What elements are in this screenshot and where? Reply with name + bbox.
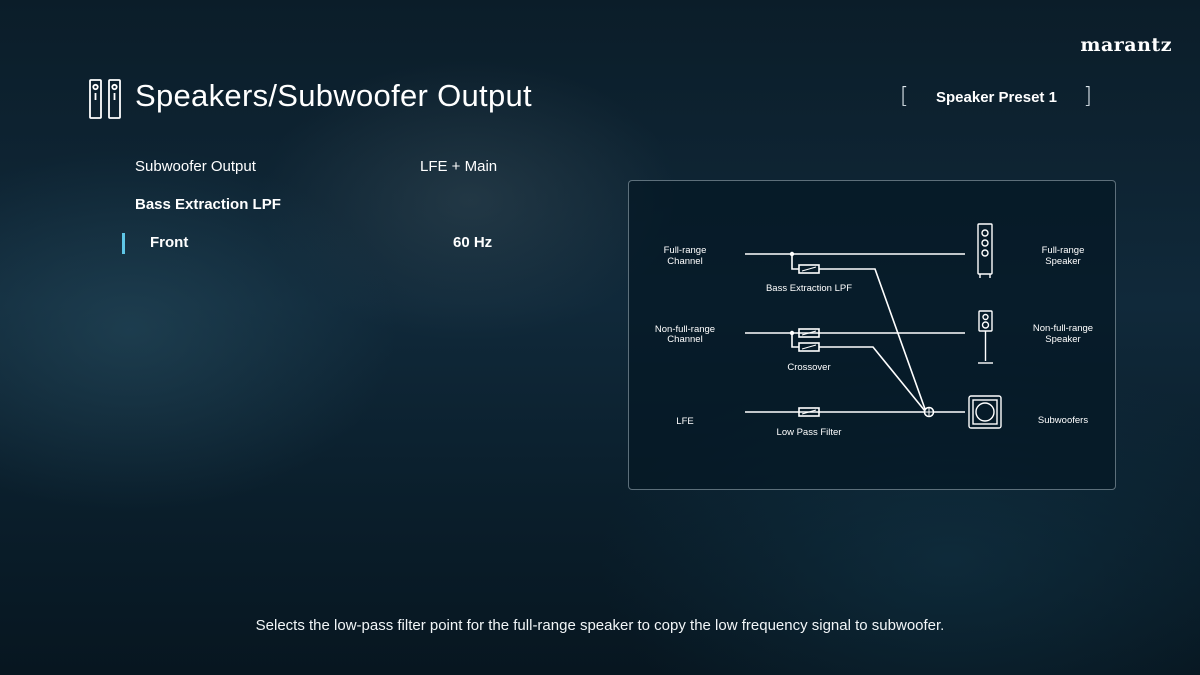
selection-marker bbox=[122, 233, 125, 254]
nonfull-channel-label-1: Non-full-range bbox=[655, 324, 715, 335]
subwoofers-label: Subwoofers bbox=[1038, 415, 1088, 426]
crossover-caption: Crossover bbox=[787, 362, 830, 373]
subwoofer-output-label: Subwoofer Output bbox=[135, 158, 256, 175]
floorstanding-speaker-icon bbox=[977, 223, 993, 278]
front-lpf-row[interactable]: Front 60 Hz bbox=[120, 230, 540, 258]
signal-flow-diagram: Full-range Channel Non-full-range Channe… bbox=[628, 180, 1116, 490]
subwoofer-output-value: LFE + Main bbox=[420, 158, 498, 175]
front-value: 60 Hz bbox=[453, 234, 493, 251]
fullrange-channel-label-1: Full-range bbox=[664, 245, 707, 256]
subwoofer-output-row[interactable]: Subwoofer Output LFE + Main bbox=[120, 154, 540, 182]
stand-speaker-icon bbox=[978, 310, 993, 364]
fullrange-speaker-label-1: Full-range bbox=[1042, 245, 1085, 256]
page-title: Speakers/Subwoofer Output bbox=[135, 78, 532, 113]
subwoofer-icon bbox=[968, 395, 1002, 429]
fullrange-channel-label-2: Channel bbox=[667, 256, 702, 267]
help-description: Selects the low-pass filter point for th… bbox=[255, 617, 945, 634]
bass-extraction-lpf-header: Bass Extraction LPF bbox=[120, 192, 540, 220]
right-bracket-icon: ] bbox=[1083, 84, 1092, 109]
nonfull-speaker-label-2: Speaker bbox=[1045, 334, 1080, 345]
speaker-preset-label: Speaker Preset 1 bbox=[936, 89, 1057, 106]
speakers-icon bbox=[88, 78, 122, 120]
low-pass-filter-caption: Low Pass Filter bbox=[777, 427, 842, 438]
nonfull-channel-label-2: Channel bbox=[667, 334, 702, 345]
brand-logo: marantz bbox=[1080, 34, 1172, 56]
speaker-preset-selector[interactable]: [ Speaker Preset 1 ] bbox=[900, 86, 1092, 110]
bass-extraction-lpf-caption: Bass Extraction LPF bbox=[766, 283, 852, 294]
front-label: Front bbox=[150, 234, 189, 251]
left-bracket-icon: [ bbox=[900, 84, 909, 109]
bass-extraction-lpf-label: Bass Extraction LPF bbox=[135, 196, 281, 213]
nonfull-speaker-label-1: Non-full-range bbox=[1033, 323, 1093, 334]
lfe-label: LFE bbox=[676, 416, 693, 427]
fullrange-speaker-label-2: Speaker bbox=[1045, 256, 1080, 267]
